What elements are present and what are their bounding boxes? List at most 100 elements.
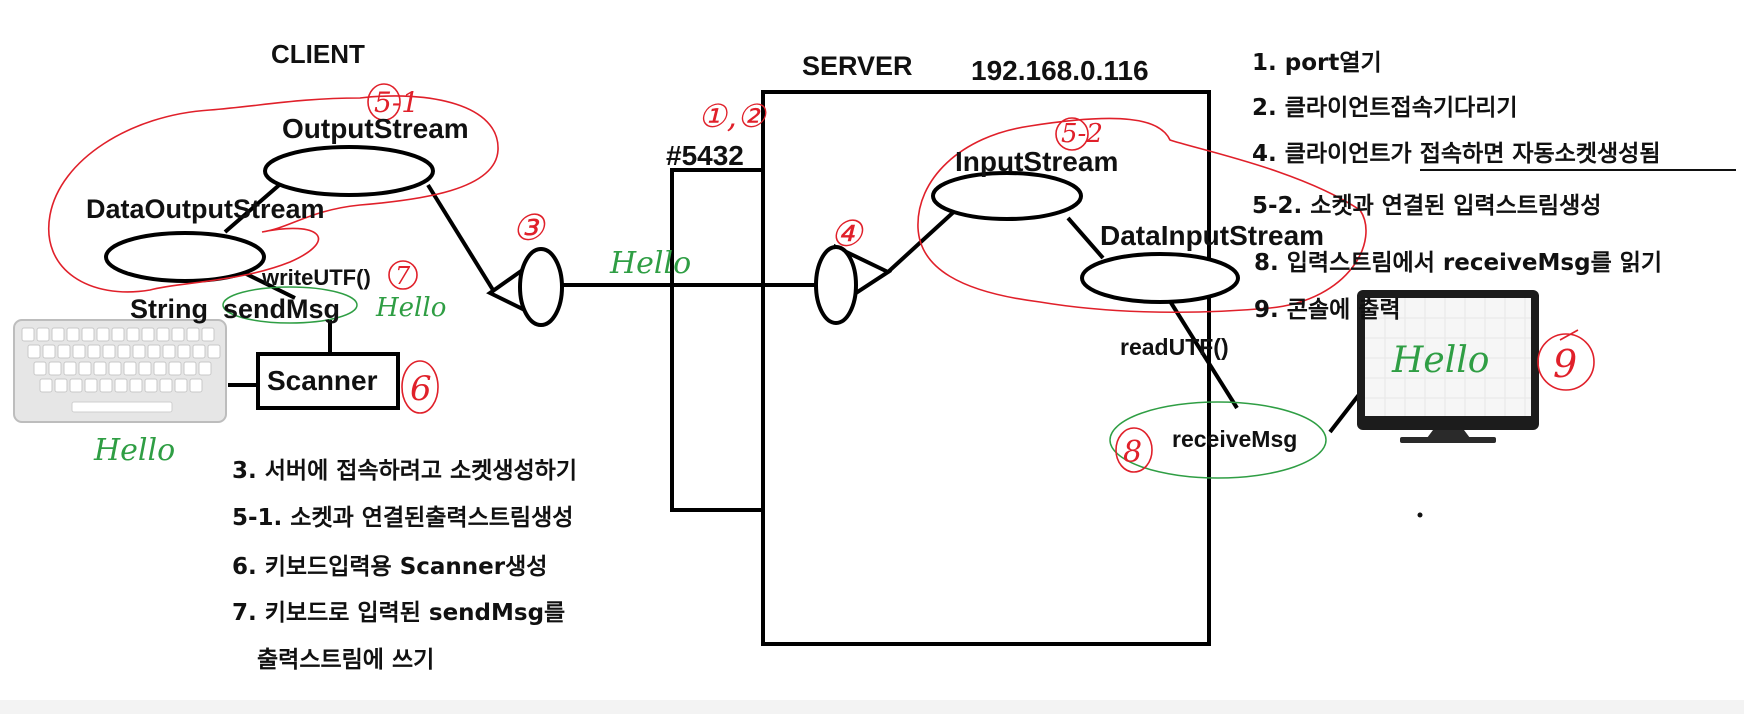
server-step: 8. 입력스트림에서 receiveMsg를 읽기 [1254,250,1662,276]
keyboard-key [160,379,172,392]
keyboard-key [163,345,175,358]
write-utf-label: writeUTF() [261,265,371,290]
keyboard-key [208,345,220,358]
keyboard-key [148,345,160,358]
socket-to-inputstream-line [888,208,958,272]
keyboard-key [52,328,64,341]
n8-text: 8 [1123,435,1142,470]
keyboard-key [73,345,85,358]
hello-keyboard-text: Hello [93,433,175,468]
keyboard-key [82,328,94,341]
hello-msg-text: Hello [375,293,446,323]
keyboard-key [79,362,91,375]
stray-dot [1418,513,1423,518]
keyboard-key [94,362,106,375]
keyboard-key [139,362,151,375]
keyboard-key [58,345,70,358]
keyboard-key [100,379,112,392]
client-step: 출력스트림에 쓰기 [257,647,434,673]
bottom-bar [0,700,1744,714]
keyboard-key [40,379,52,392]
server-socket [816,247,888,323]
keyboard-key [172,328,184,341]
keyboard-key [190,379,202,392]
data-output-stream-label: DataOutputStream [86,194,325,224]
keyboard-key [184,362,196,375]
input-stream-ellipse [933,173,1081,219]
scanner-label: Scanner [267,365,378,396]
keyboard-key [115,379,127,392]
keyboard-key [103,345,115,358]
keyboard-key [187,328,199,341]
n4-text: ④ [830,214,864,255]
keyboard-key [199,362,211,375]
keyboard-key [130,379,142,392]
keyboard-key [49,362,61,375]
keyboard-key [43,345,55,358]
keyboard-key [64,362,76,375]
server-step: 2. 클라이언트접속기다리기 [1252,95,1518,121]
server-step: 4. 클라이언트가 접속하면 자동소켓생성됨 [1252,141,1660,167]
client-steps: 3. 서버에 접속하려고 소켓생성하기 5-1. 소켓과 연결된출력스트림생성 … [232,458,577,673]
output-to-socket-line [428,185,493,290]
is-to-dis-line [1068,218,1103,258]
port-bracket [672,170,763,510]
keyboard-key [133,345,145,358]
output-stream-ellipse [265,147,433,195]
keyboard-key [157,328,169,341]
client-step: 6. 키보드입력용 Scanner생성 [232,554,547,580]
keyboard-key [154,362,166,375]
client-socket [490,249,562,325]
send-msg-label: String sendMsg [130,294,340,324]
server-step: 5-2. 소켓과 연결된 입력스트림생성 [1252,193,1601,219]
client-step: 5-1. 소켓과 연결된출력스트림생성 [232,505,573,531]
input-stream-label: InputStream [955,146,1118,177]
client-title: CLIENT [271,39,365,69]
keyboard-key [145,379,157,392]
keyboard-key [169,362,181,375]
keyboard-key [178,345,190,358]
read-utf-label: readUTF() [1120,334,1229,360]
keyboard-key [22,328,34,341]
server-step: 9. 콘솔에 출력 [1254,297,1401,323]
server-ip: 192.168.0.116 [971,55,1149,86]
keyboard-key [34,362,46,375]
keyboard-key [70,379,82,392]
keyboard-key [127,328,139,341]
server-title: SERVER [802,51,913,81]
n3-text: ③ [512,208,546,249]
keyboard-key [118,345,130,358]
keyboard-key [85,379,97,392]
n7-text: 7 [395,262,411,290]
data-input-stream-label: DataInputStream [1100,220,1324,251]
keyboard-key [175,379,187,392]
keyboard-key [202,328,214,341]
data-output-stream-ellipse [106,233,264,281]
n6-text: 6 [410,369,432,409]
keyboard-key [124,362,136,375]
client-step: 7. 키보드로 입력된 sendMsg를 [232,600,565,626]
keyboard-key [37,328,49,341]
keyboard-key [28,345,40,358]
output-stream-label: OutputStream [282,113,469,144]
port-label: #5432 [666,140,744,171]
server-step: 1. port열기 [1252,50,1382,76]
keyboard-key [88,345,100,358]
receive-msg-label: receiveMsg [1172,426,1297,452]
keyboard-key [55,379,67,392]
keyboard-key [97,328,109,341]
server-steps: 1. port열기 2. 클라이언트접속기다리기 4. 클라이언트가 접속하면 … [1252,50,1662,323]
keyboard-icon [14,320,226,422]
keyboard-key [109,362,121,375]
n1-2-text: ①,② [698,97,768,135]
hello-wire-text: Hello [609,246,691,281]
hello-monitor-text: Hello [1391,340,1489,381]
n5-2-text: 5-2 [1061,119,1103,149]
keyboard-key [112,328,124,341]
keyboard-key [142,328,154,341]
keyboard-key [67,328,79,341]
n9-text: 9 [1553,342,1577,386]
keyboard-key [193,345,205,358]
client-step: 3. 서버에 접속하려고 소켓생성하기 [232,458,577,484]
